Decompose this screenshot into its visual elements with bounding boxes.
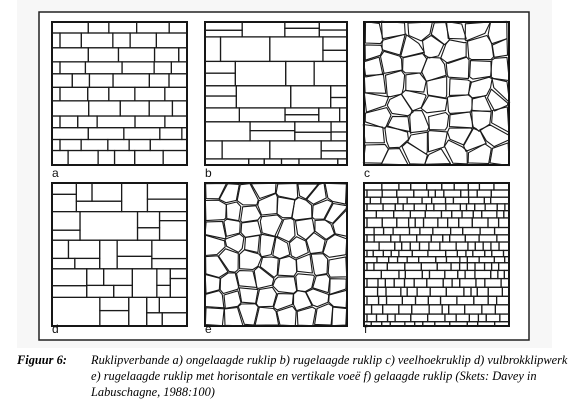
masonry-sketches: a b c d e f — [38, 11, 530, 341]
panel-f-masonry — [363, 182, 510, 327]
figure-scan: a b c d e f — [17, 0, 552, 348]
panel-d-label: d — [52, 322, 59, 336]
panel-d-masonry — [51, 182, 188, 327]
panel-b-masonry — [204, 21, 348, 166]
panel-f-label: f — [364, 322, 368, 336]
panel-e-masonry — [204, 182, 348, 327]
panel-c-masonry — [362, 20, 511, 167]
panel-b-label: b — [205, 166, 212, 180]
caption-label: Figuur 6: — [17, 353, 67, 367]
panel-e-label: e — [205, 322, 212, 336]
panel-a-masonry — [51, 21, 188, 166]
panel-a-label: a — [52, 166, 59, 180]
caption-text: Ruklipverbande a) ongelaagde ruklip b) r… — [91, 353, 568, 399]
panel-c-label: c — [364, 166, 370, 180]
